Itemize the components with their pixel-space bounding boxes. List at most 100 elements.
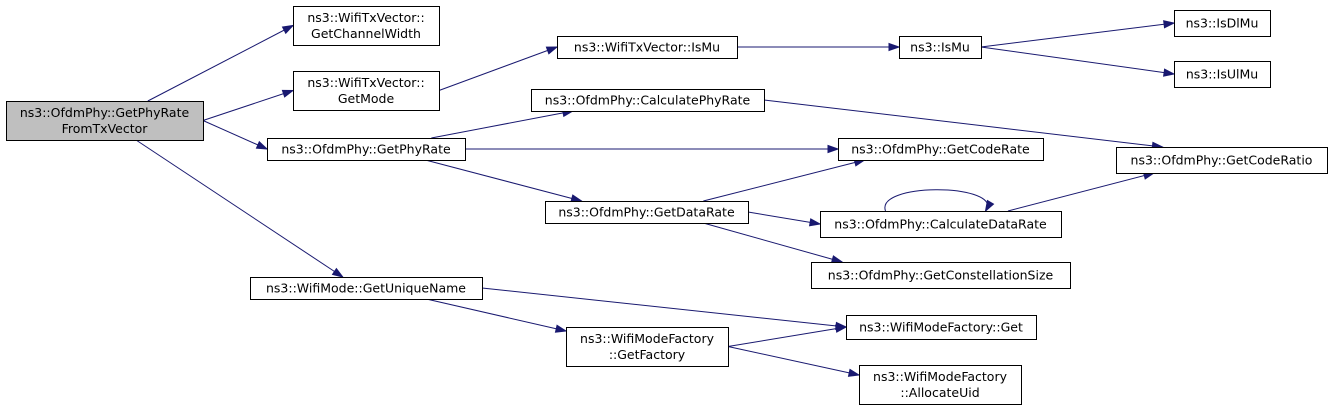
edge-getFactory-to-allocateUid bbox=[727, 346, 861, 377]
edge-arrowhead bbox=[808, 218, 822, 227]
edge-line bbox=[747, 211, 821, 225]
edge-arrowhead bbox=[827, 144, 840, 154]
node-allocateUid[interactable]: ns3::WifiModeFactory::AllocateUid bbox=[859, 365, 1022, 405]
edge-arrowhead bbox=[545, 46, 559, 55]
node-label: ns3::OfdmPhy::GetDataRate bbox=[558, 205, 735, 220]
node-label: ns3::OfdmPhy::GetCodeRatio bbox=[1131, 153, 1313, 168]
edge-line bbox=[202, 120, 268, 150]
edge-isMu-to-isDlMu bbox=[980, 20, 1176, 48]
node-label: ns3::WifiModeFactory bbox=[873, 369, 1008, 384]
node-getPhyRate[interactable]: ns3::OfdmPhy::GetPhyRate bbox=[267, 138, 466, 161]
node-getChannelWidth[interactable]: ns3::WifiTxVector::GetChannelWidth bbox=[293, 6, 440, 46]
edge-arrowhead bbox=[830, 255, 844, 264]
edge-arrowhead bbox=[1163, 20, 1176, 29]
edge-isMuVec-to-isMu bbox=[737, 42, 901, 52]
node-getConstSize[interactable]: ns3::OfdmPhy::GetConstellationSize bbox=[811, 262, 1071, 289]
nodes-layer: ns3::OfdmPhy::GetPhyRateFromTxVectorns3:… bbox=[6, 6, 1328, 405]
node-box bbox=[811, 262, 1071, 289]
node-getCodeRate[interactable]: ns3::OfdmPhy::GetCodeRate bbox=[838, 138, 1044, 161]
node-box bbox=[846, 315, 1037, 340]
node-getCodeRatio[interactable]: ns3::OfdmPhy::GetCodeRatio bbox=[1116, 147, 1328, 174]
node-isUlMu[interactable]: ns3::IsUlMu bbox=[1174, 61, 1271, 88]
node-factoryGet[interactable]: ns3::WifiModeFactory::Get bbox=[846, 315, 1037, 340]
node-box bbox=[250, 277, 483, 300]
node-label: FromTxVector bbox=[62, 121, 149, 136]
node-box bbox=[267, 138, 466, 161]
edge-calcDataRate-to-getCodeRatio bbox=[1007, 171, 1156, 212]
node-label: ns3::OfdmPhy::CalculateDataRate bbox=[834, 217, 1047, 232]
edge-getPhyRate-to-getCodeRate bbox=[464, 144, 840, 154]
edge-arrowhead bbox=[331, 267, 345, 278]
edge-getPhyRate-to-calcPhyRate bbox=[431, 108, 575, 139]
node-box bbox=[1174, 10, 1271, 37]
edge-line bbox=[135, 139, 344, 278]
edge-getPhyRate-to-getDataRate bbox=[425, 159, 584, 203]
node-box bbox=[6, 101, 204, 141]
node-label: GetChannelWidth bbox=[311, 26, 421, 41]
edge-line bbox=[202, 90, 294, 121]
edge-getUniqueName-to-getFactory bbox=[426, 298, 568, 333]
node-getDataRate[interactable]: ns3::OfdmPhy::GetDataRate bbox=[545, 201, 749, 224]
node-label: ns3::OfdmPhy::CalculatePhyRate bbox=[545, 93, 751, 108]
node-label: ns3::IsMu bbox=[910, 40, 970, 55]
node-isMu[interactable]: ns3::IsMu bbox=[899, 36, 982, 59]
edge-line bbox=[703, 159, 865, 202]
node-label: ns3::IsUlMu bbox=[1186, 67, 1258, 82]
edge-line bbox=[438, 46, 558, 91]
edge-arrowhead bbox=[281, 24, 295, 35]
node-calcPhyRate[interactable]: ns3::OfdmPhy::CalculatePhyRate bbox=[531, 89, 765, 112]
node-box bbox=[293, 71, 440, 111]
node-box bbox=[899, 36, 982, 59]
node-getUniqueName[interactable]: ns3::WifiMode::GetUniqueName bbox=[250, 277, 483, 300]
node-box bbox=[859, 365, 1022, 405]
edge-line bbox=[431, 110, 574, 139]
edge-line bbox=[763, 99, 1163, 148]
node-label: ns3::OfdmPhy::GetConstellationSize bbox=[828, 268, 1054, 283]
node-label: ns3::WifiModeFactory bbox=[580, 331, 715, 346]
node-isMuVec[interactable]: ns3::WifiTxVector::IsMu bbox=[557, 36, 738, 59]
node-getFactory[interactable]: ns3::WifiModeFactory::GetFactory bbox=[566, 327, 729, 367]
edge-line bbox=[1007, 172, 1155, 212]
node-box bbox=[1174, 61, 1271, 88]
edge-line bbox=[980, 22, 1175, 48]
node-label: ::AllocateUid bbox=[900, 385, 979, 400]
node-box bbox=[557, 36, 738, 59]
node-box bbox=[545, 201, 749, 224]
node-calcDataRate[interactable]: ns3::OfdmPhy::CalculateDataRate bbox=[820, 211, 1062, 238]
node-getMode[interactable]: ns3::WifiTxVector::GetMode bbox=[293, 71, 440, 111]
node-label: ns3::WifiMode::GetUniqueName bbox=[266, 281, 466, 296]
edge-arrowhead bbox=[1163, 68, 1176, 77]
node-box bbox=[820, 211, 1062, 238]
edge-line bbox=[980, 46, 1175, 75]
edge-arrowhead bbox=[834, 324, 848, 333]
edge-line bbox=[426, 298, 567, 332]
node-box bbox=[566, 327, 729, 367]
edge-line bbox=[703, 222, 843, 263]
edge-arrowhead bbox=[847, 368, 861, 377]
node-label: ns3::WifiModeFactory::Get bbox=[859, 320, 1023, 335]
node-label: ns3::WifiTxVector:: bbox=[307, 75, 424, 90]
node-label: GetMode bbox=[338, 91, 395, 106]
edge-getFactory-to-factoryGet bbox=[727, 324, 848, 347]
edge-line bbox=[147, 25, 294, 102]
edge-root-to-getChannelWidth bbox=[147, 24, 295, 102]
edge-line bbox=[884, 189, 989, 212]
edge-line bbox=[481, 287, 847, 328]
node-label: ns3::WifiTxVector:: bbox=[307, 10, 424, 25]
node-label: ns3::OfdmPhy::GetCodeRate bbox=[851, 142, 1030, 157]
node-box bbox=[838, 138, 1044, 161]
edge-getDataRate-to-getCodeRate bbox=[703, 158, 867, 202]
edge-arrowhead bbox=[255, 140, 269, 150]
node-label: ns3::WifiTxVector::IsMu bbox=[574, 40, 720, 55]
node-box bbox=[293, 6, 440, 46]
node-label: ns3::OfdmPhy::GetPhyRate bbox=[20, 105, 190, 120]
edge-getDataRate-to-calcDataRate bbox=[747, 211, 822, 227]
edge-arrowhead bbox=[281, 89, 295, 98]
node-box bbox=[531, 89, 765, 112]
edge-line bbox=[727, 326, 847, 347]
edge-arrowhead bbox=[554, 324, 568, 333]
node-isDlMu[interactable]: ns3::IsDlMu bbox=[1174, 10, 1271, 37]
node-label: ns3::OfdmPhy::GetPhyRate bbox=[281, 142, 451, 157]
edge-arrowhead bbox=[984, 199, 995, 213]
